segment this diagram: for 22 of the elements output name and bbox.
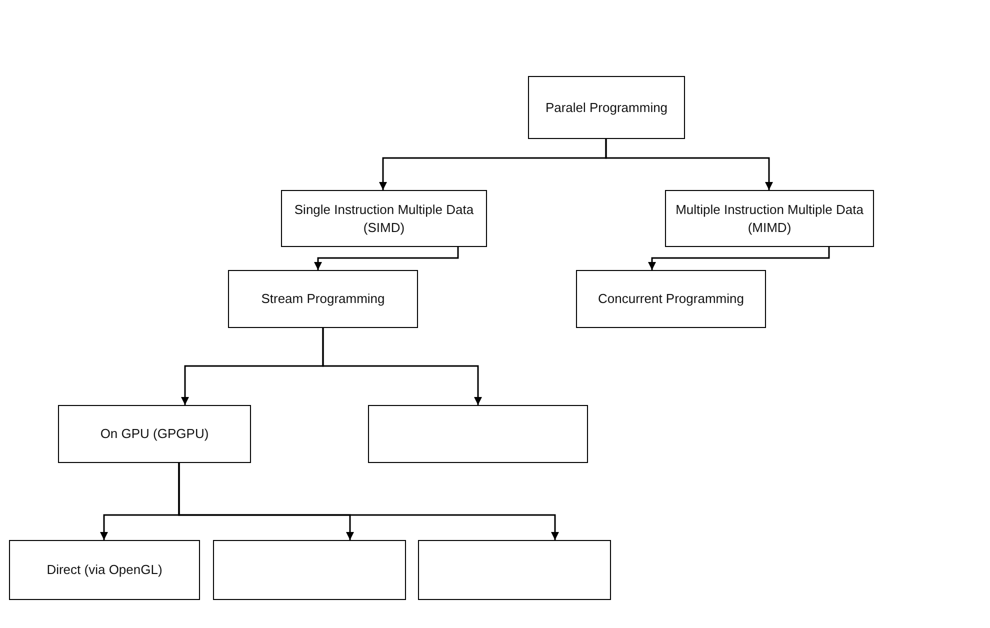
process-box (9, 540, 200, 600)
arrow (605, 139, 773, 190)
box-label: Paralel Programming (545, 98, 668, 116)
process-box (58, 405, 251, 463)
process-box (281, 190, 487, 247)
box-label: Stream Programming (261, 290, 385, 308)
process-box (576, 270, 766, 328)
process-box (418, 540, 611, 600)
arrow (648, 247, 830, 270)
arrow (314, 247, 459, 270)
process-box (213, 540, 406, 600)
arrow (322, 328, 482, 405)
box-label: On GPU (GPGPU) (100, 425, 209, 443)
box-label: Single Instruction Multiple Data (SIMD) (293, 200, 475, 236)
arrow (178, 463, 559, 540)
box-label: Direct (via OpenGL) (46, 561, 162, 579)
process-box (368, 405, 588, 463)
box-label: Concurrent Programming (598, 290, 744, 308)
box-label: Multiple Instruction Multiple Data (MIMD) (674, 200, 864, 236)
process-box (528, 76, 685, 139)
process-box (228, 270, 418, 328)
process-box (665, 190, 874, 247)
